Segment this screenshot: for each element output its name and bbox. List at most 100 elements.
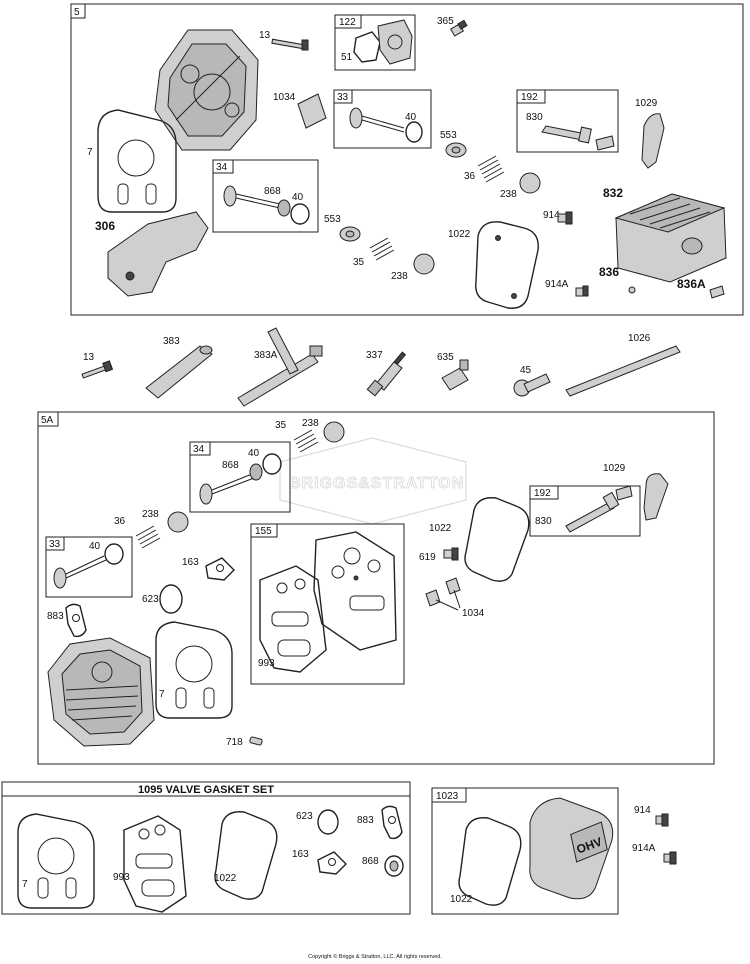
head-gasket-part [97,109,177,213]
label-718: 718 [226,737,243,748]
brand-watermark: BRIGGS&STRATTON [279,437,467,525]
spark-plug-337-part [366,351,407,397]
bolt-13-b-part [81,360,114,379]
label-40-c: 40 [248,448,260,459]
valve-cover-part: OHV [529,797,614,900]
label-914-b: 914 [634,805,651,816]
air-guide-part [107,211,209,297]
group-34-label-mid: 34 [193,444,205,455]
section-5a-label: 5A [41,415,54,426]
label-163-b: 163 [292,849,309,860]
head-gasket-b-part [155,621,233,719]
group-155-box [250,523,405,685]
cap-238-part [519,172,541,194]
group-34-box-mid [189,441,291,513]
label-45: 45 [520,365,532,376]
label-832: 832 [603,186,623,200]
group-122-label: 122 [339,17,356,28]
part-836-part [628,286,636,294]
label-914-a: 914 [543,210,560,221]
cylinder-head-part [154,29,259,151]
group-33-label-mid: 33 [49,539,61,550]
cap-238-d-part [167,511,189,533]
watermark-text: BRIGGS&STRATTON [289,475,464,492]
copyright-footer: Copyright © Briggs & Stratton, LLC. All … [308,953,442,960]
cover-gasket-1022-b-part [464,497,530,582]
cylinder-head-5a-part [47,637,155,747]
label-836: 836 [599,265,619,279]
label-51: 51 [341,52,353,63]
label-36-a: 36 [464,171,476,182]
clip-1034-b-part [445,577,461,595]
label-914a-a: 914A [545,279,569,290]
label-1022-a: 1022 [448,229,471,240]
label-623-b: 623 [296,811,313,822]
group-192-box-mid [529,485,641,537]
label-35-a: 35 [353,257,365,268]
group-122-box [334,14,416,71]
label-1022-d: 1022 [450,894,473,905]
spring-36-b-part [135,525,161,549]
valve-gasket-set-box [1,781,411,915]
cover-gasket-1022-d-part [458,817,522,906]
cover-set-1023-box [431,787,619,915]
label-1022-b: 1022 [429,523,452,534]
label-40-d: 40 [89,541,101,552]
label-383: 383 [163,336,180,347]
bolt-13-part [271,38,309,51]
group-192-label-top: 192 [521,92,538,103]
label-1034-b: 1034 [462,608,485,619]
label-163-a: 163 [182,557,199,568]
gasket-163-part [205,557,235,581]
label-883-a: 883 [47,611,64,622]
o-ring-623-part [159,584,183,614]
spring-35-b-part [293,429,319,453]
label-238-a: 238 [500,189,517,200]
group-33-box-mid [45,536,133,598]
label-914a-b: 914A [632,843,656,854]
gasket-993-b-part [123,815,187,913]
part-635-part [441,359,469,391]
group-155-label: 155 [255,526,272,537]
group-34-label-top: 34 [216,162,228,173]
label-553-a: 553 [440,130,457,141]
tool-383a-part [237,327,323,407]
group-33-box-top [333,89,432,149]
seal-868-part [384,855,404,877]
label-830-b: 830 [535,516,552,527]
label-836a: 836A [677,277,706,291]
cover-set-1023-label: 1023 [436,791,459,802]
gasket-883-b-part [381,805,403,840]
label-1029-a: 1029 [635,98,658,109]
label-1026: 1026 [628,333,651,344]
plate-1034-part [297,93,327,129]
tappet-45-part [513,373,551,397]
label-553-b: 553 [324,214,341,225]
cap-238-c-part [323,421,345,443]
section-5-box [70,3,744,316]
label-993-b: 993 [113,872,130,883]
label-1022-c: 1022 [214,873,237,884]
label-830-a: 830 [526,112,543,123]
muffler-832-part [614,193,727,283]
label-868-a: 868 [264,186,281,197]
label-7-c: 7 [22,879,28,890]
label-7-b: 7 [159,689,165,700]
label-635: 635 [437,352,454,363]
valve-gasket-set-title: 1095 VALVE GASKET SET [138,784,274,796]
label-238-c: 238 [302,418,319,429]
label-13-top: 13 [259,30,271,41]
group-192-box-top [516,89,619,153]
clip-1034-a-part [425,589,441,607]
group-33-label-top: 33 [337,92,349,103]
section-5-label: 5 [74,7,80,18]
group-34-box-top [212,159,319,233]
spring-36-part [477,155,505,183]
o-ring-623-b-part [317,809,339,835]
label-365: 365 [437,16,454,27]
section-5-tab [70,3,86,19]
rocker-arm-1029-part [641,113,665,169]
part-836a-part [709,285,725,299]
label-1029-b: 1029 [603,463,626,474]
